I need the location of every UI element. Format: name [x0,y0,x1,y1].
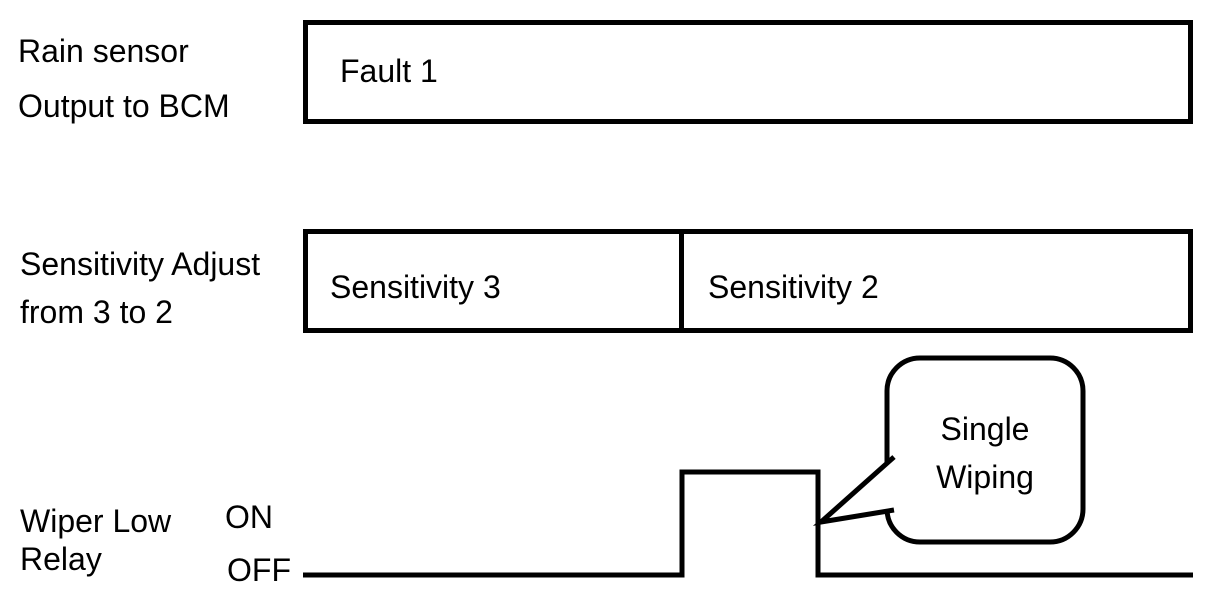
sensitivity-label-line-1: Sensitivity Adjust [20,246,261,282]
fault-signal-box [303,20,1193,124]
rain-sensor-label-line-1: Rain sensor [18,33,189,69]
sensitivity-3-segment-label: Sensitivity 3 [330,269,501,305]
on-level-label: ON [225,499,273,535]
sensitivity-signal-box [303,229,1193,333]
rain-sensor-label-line-2: Output to BCM [18,88,230,124]
off-level-label: OFF [227,552,291,588]
callout-text-line-1: Single [940,411,1030,447]
sensitivity-2-segment-label: Sensitivity 2 [708,269,879,305]
sensitivity-label-line-2: from 3 to 2 [20,294,173,330]
fault-signal-label: Fault 1 [340,53,438,89]
wiper-relay-waveform [303,469,1193,578]
callout-text-line-2: Wiping [936,459,1034,495]
wiper-relay-label-line-1: Wiper Low [20,503,172,539]
callout-tail-icon [812,455,896,526]
wiper-relay-label-line-2: Relay [20,541,102,577]
callout-bubble [884,355,1086,545]
sensitivity-segment-divider [679,229,684,333]
